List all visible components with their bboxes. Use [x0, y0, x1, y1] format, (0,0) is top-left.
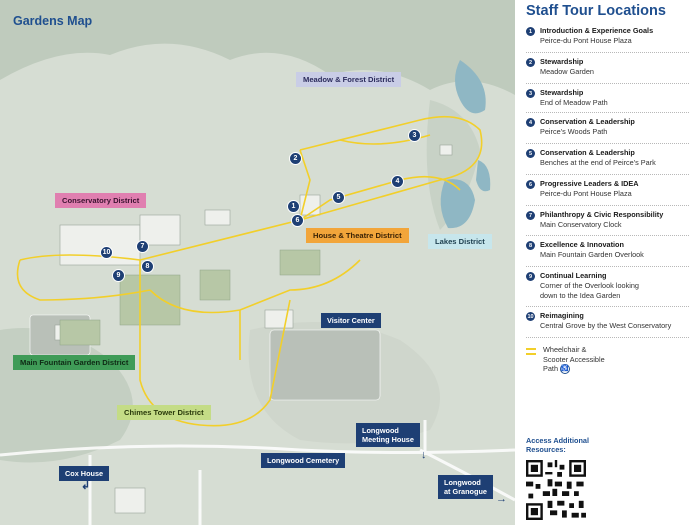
map-marker-5[interactable]: 5	[332, 191, 345, 204]
district-label-main-fountain-text: Main Fountain Garden District	[20, 358, 129, 367]
location-place: Meadow Garden	[540, 67, 594, 76]
path-swatch	[526, 348, 536, 355]
access-resources-title: Access Additional Resources:	[526, 436, 589, 454]
map-marker-1[interactable]: 1	[287, 200, 300, 213]
sidebar-title: Staff Tour Locations	[526, 3, 666, 19]
district-label-chimes-tower-text: Chimes Tower District	[124, 408, 204, 417]
arrow-down-left-icon: ↲	[81, 480, 91, 492]
location-title: Conservation & Leadership	[540, 117, 635, 126]
location-title: Reimagining	[540, 311, 584, 320]
location-divider	[526, 306, 689, 307]
district-label-lakes-text: Lakes District	[435, 237, 485, 246]
qr-code[interactable]	[526, 460, 586, 520]
location-number-badge: 8	[526, 241, 535, 250]
location-place: Peirce-du Pont House Plaza	[540, 189, 632, 198]
location-divider	[526, 112, 689, 113]
district-label-meadow[interactable]: Meadow & Forest District	[296, 72, 402, 87]
location-place: Benches at the end of Peirce's Park	[540, 158, 656, 167]
map-title: Gardens Map	[13, 14, 93, 28]
place-label-meeting-house[interactable]: Longwood Meeting House	[356, 423, 420, 447]
arrow-right-icon: →	[496, 493, 507, 505]
district-label-meadow-text: Meadow & Forest District	[303, 75, 395, 84]
map-marker-7[interactable]: 7	[136, 240, 149, 253]
location-title: Progressive Leaders & IDEA	[540, 179, 639, 188]
legend-label: Wheelchair & Scooter Accessible Path ♿	[543, 345, 653, 375]
location-number-badge: 3	[526, 89, 535, 98]
location-place: Main Conservatory Clock	[540, 220, 622, 229]
location-number-badge: 1	[526, 27, 535, 36]
location-divider	[526, 235, 689, 236]
location-title: Stewardship	[540, 88, 584, 97]
map-marker-4[interactable]: 4	[391, 175, 404, 188]
map-marker-9[interactable]: 9	[112, 269, 125, 282]
location-title: Continual Learning	[540, 271, 607, 280]
location-number-badge: 6	[526, 180, 535, 189]
map-marker-2[interactable]: 2	[289, 152, 302, 165]
location-number-badge: 5	[526, 149, 535, 158]
location-number-badge: 2	[526, 58, 535, 67]
place-label-granogue[interactable]: Longwood at Granogue	[438, 475, 493, 499]
legend-label-text: Wheelchair & Scooter Accessible Path	[543, 345, 605, 373]
district-label-chimes-tower[interactable]: Chimes Tower District	[117, 405, 211, 420]
location-number-badge: 7	[526, 211, 535, 220]
location-place: End of Meadow Path	[540, 98, 608, 107]
map-marker-8[interactable]: 8	[141, 260, 154, 273]
location-divider	[526, 266, 689, 267]
location-title: Excellence & Innovation	[540, 240, 624, 249]
location-place: Main Fountain Garden Overlook	[540, 250, 644, 259]
map-marker-10[interactable]: 10	[100, 246, 113, 259]
map-terrain	[0, 0, 515, 525]
location-title: Stewardship	[540, 57, 584, 66]
location-number-badge: 10	[526, 312, 535, 321]
district-label-house-theatre-text: House & Theatre District	[313, 231, 402, 240]
location-place: Peirce's Woods Path	[540, 127, 608, 136]
district-label-lakes[interactable]: Lakes District	[428, 234, 492, 249]
district-label-house-theatre[interactable]: House & Theatre District	[306, 228, 409, 243]
gardens-map[interactable]: Gardens Map Meadow & Forest District Con…	[0, 0, 515, 525]
location-title: Philanthropy & Civic Responsibility	[540, 210, 664, 219]
arrow-down-icon: ↓	[421, 449, 427, 461]
map-marker-6[interactable]: 6	[291, 214, 304, 227]
location-divider	[526, 337, 689, 338]
place-label-cemetery[interactable]: Longwood Cemetery	[261, 453, 346, 468]
district-label-main-fountain[interactable]: Main Fountain Garden District	[13, 355, 136, 370]
location-divider	[526, 143, 689, 144]
location-place: Peirce-du Pont House Plaza	[540, 36, 632, 45]
location-number-badge: 9	[526, 272, 535, 281]
district-label-conservatory-text: Conservatory District	[62, 196, 140, 205]
location-divider	[526, 52, 689, 53]
location-number-badge: 4	[526, 118, 535, 127]
location-divider	[526, 174, 689, 175]
place-label-cox-house[interactable]: Cox House	[59, 466, 110, 481]
district-label-conservatory[interactable]: Conservatory District	[55, 193, 147, 208]
location-divider	[526, 83, 689, 84]
map-marker-3[interactable]: 3	[408, 129, 421, 142]
place-label-visitor-center[interactable]: Visitor Center	[321, 313, 381, 328]
location-place: Central Grove by the West Conservatory	[540, 321, 672, 330]
wheelchair-icon: ♿	[560, 364, 571, 375]
location-divider	[526, 205, 689, 206]
location-title: Introduction & Experience Goals	[540, 26, 654, 35]
location-title: Conservation & Leadership	[540, 148, 635, 157]
location-place: Corner of the Overlook looking down to t…	[540, 281, 639, 300]
staff-tour-sidebar: Staff Tour Locations 1 Introduction & Exp…	[515, 0, 695, 525]
